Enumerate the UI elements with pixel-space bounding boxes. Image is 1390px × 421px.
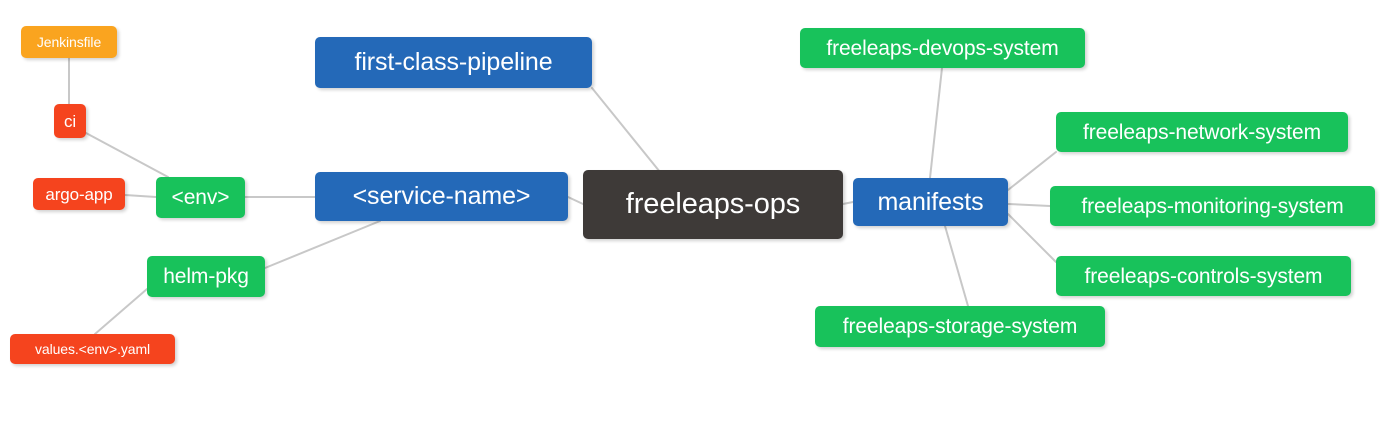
mindmap-node-root[interactable]: freeleaps-ops (583, 170, 843, 239)
mindmap-node-ci[interactable]: ci (54, 104, 86, 138)
mindmap-node-monitoring[interactable]: freeleaps-monitoring-system (1050, 186, 1375, 226)
edge-manifests-to-monitoring (1007, 203, 1051, 207)
edge-manifests-to-controls (1007, 213, 1057, 263)
node-label-jenkins: Jenkinsfile (36, 34, 102, 50)
node-label-service: <service-name> (352, 182, 531, 210)
edge-service-to-helm (264, 220, 381, 269)
node-label-root: freeleaps-ops (625, 188, 801, 220)
edge-root-to-manifests (842, 201, 854, 205)
mindmap-node-manifests[interactable]: manifests (853, 178, 1008, 226)
edge-manifests-to-devops (929, 67, 943, 179)
mindmap-node-storage[interactable]: freeleaps-storage-system (815, 306, 1105, 347)
mindmap-node-controls[interactable]: freeleaps-controls-system (1056, 256, 1351, 296)
edge-service-to-pipeline (591, 87, 661, 173)
mindmap-node-network[interactable]: freeleaps-network-system (1056, 112, 1348, 152)
node-label-storage: freeleaps-storage-system (842, 315, 1078, 338)
mindmap-node-devops[interactable]: freeleaps-devops-system (800, 28, 1085, 68)
node-label-monitoring: freeleaps-monitoring-system (1081, 194, 1344, 218)
node-label-controls: freeleaps-controls-system (1084, 264, 1323, 288)
edge-helm-to-values (94, 288, 148, 335)
edge-manifests-to-network (1007, 151, 1057, 191)
node-label-network: freeleaps-network-system (1082, 120, 1321, 144)
node-label-helm: helm-pkg (163, 265, 249, 288)
node-label-ci: ci (63, 111, 77, 131)
node-label-argo: argo-app (45, 184, 113, 204)
mindmap-node-jenkins[interactable]: Jenkinsfile (21, 26, 117, 58)
mindmap-node-argo[interactable]: argo-app (33, 178, 125, 210)
edge-env-to-argo (124, 194, 157, 198)
mindmap-node-helm[interactable]: helm-pkg (147, 256, 265, 297)
mindmap-node-service[interactable]: <service-name> (315, 172, 568, 221)
node-label-env: <env> (171, 186, 230, 209)
mindmap-node-pipeline[interactable]: first-class-pipeline (315, 37, 592, 88)
edge-manifests-to-storage (944, 225, 969, 307)
edge-env-to-ci (85, 132, 169, 178)
node-label-pipeline: first-class-pipeline (354, 48, 553, 76)
node-label-devops: freeleaps-devops-system (826, 36, 1059, 60)
mindmap-node-values[interactable]: values.<env>.yaml (10, 334, 175, 364)
node-label-values: values.<env>.yaml (34, 341, 151, 357)
edge-root-to-service (567, 196, 584, 205)
node-label-manifests: manifests (877, 187, 984, 216)
mindmap-node-env[interactable]: <env> (156, 177, 245, 218)
